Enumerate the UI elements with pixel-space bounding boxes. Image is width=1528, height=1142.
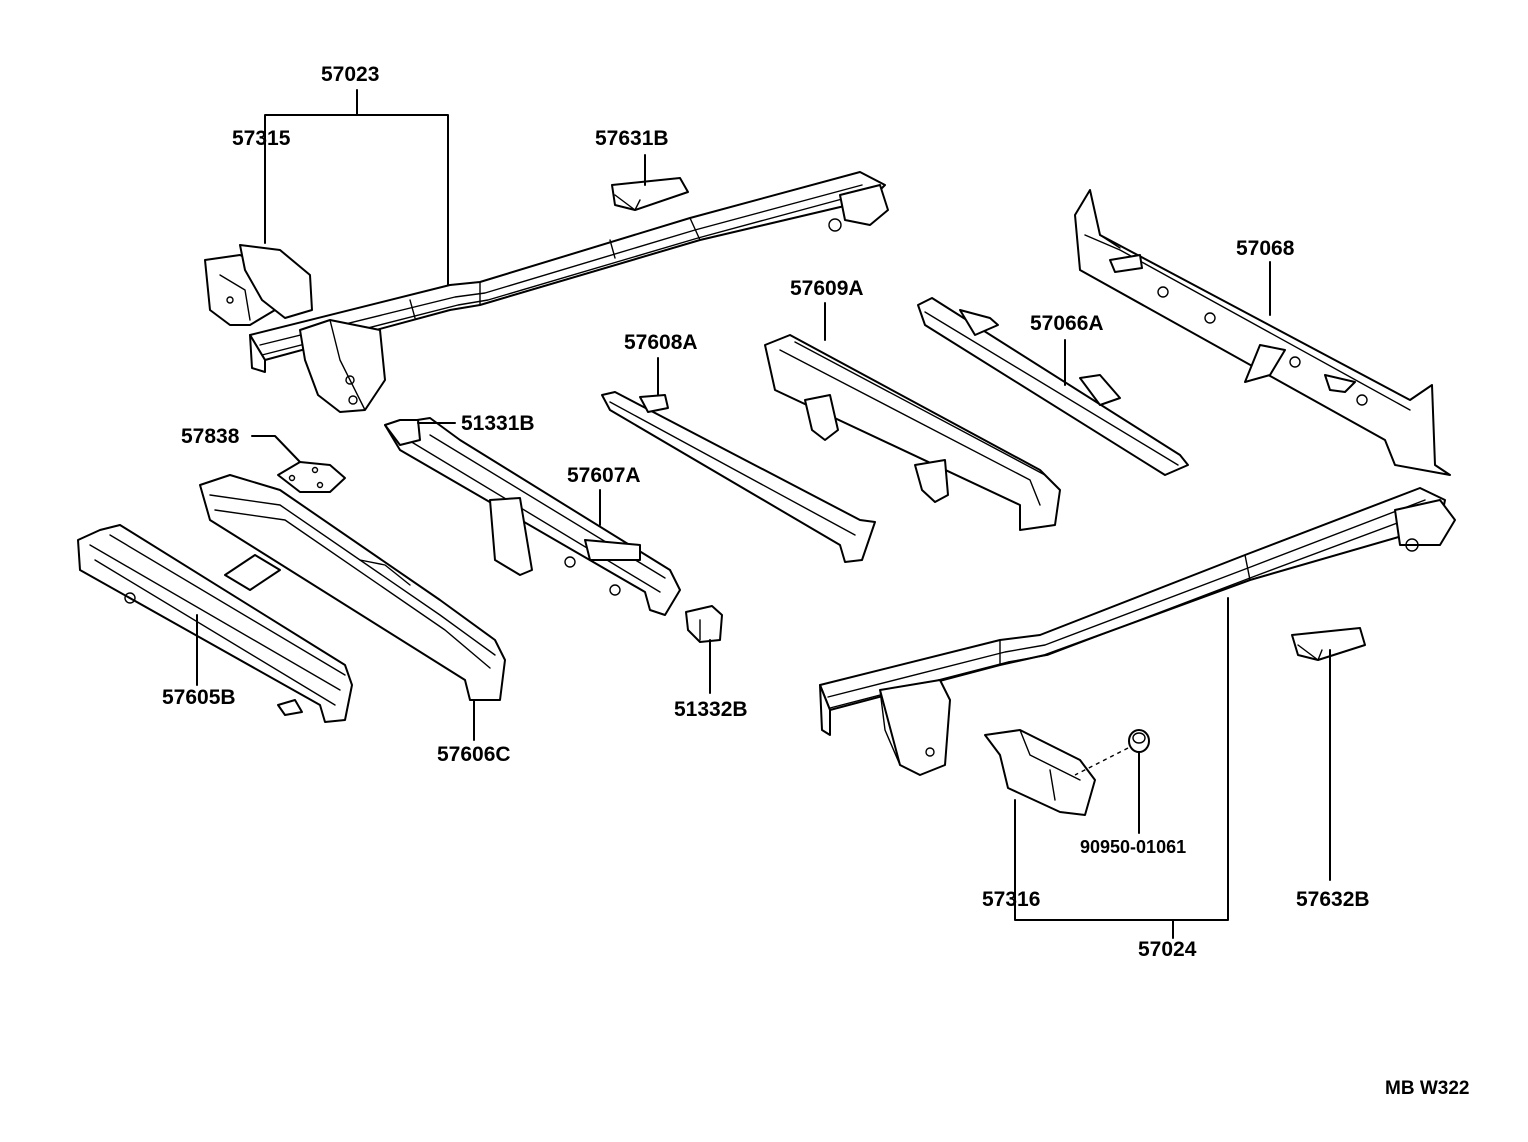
label-51331B: 51331B xyxy=(461,412,535,435)
label-57838: 57838 xyxy=(181,425,240,448)
part-51331B-bracket xyxy=(384,419,421,446)
label-57632B: 57632B xyxy=(1296,888,1370,911)
label-57068: 57068 xyxy=(1236,237,1295,260)
label-57316: 57316 xyxy=(982,888,1041,911)
part-57315-bracket xyxy=(204,244,313,326)
part-57606C-rail xyxy=(199,474,506,701)
label-57609A: 57609A xyxy=(790,277,864,300)
label-57315: 57315 xyxy=(232,127,291,150)
label-57607A: 57607A xyxy=(567,464,641,487)
label-57023: 57023 xyxy=(321,63,380,86)
part-57605B-rail xyxy=(77,524,353,723)
part-57607A-crossmember xyxy=(384,417,681,616)
part-57838-plate xyxy=(277,461,346,493)
label-57605B: 57605B xyxy=(162,686,236,709)
part-57316-bracket xyxy=(984,729,1096,816)
label-57024: 57024 xyxy=(1138,938,1197,961)
part-57068-crossmember xyxy=(1074,189,1451,476)
label-57608A: 57608A xyxy=(624,331,698,354)
part-57631B-bracket xyxy=(611,177,689,211)
label-51332B: 51332B xyxy=(674,698,748,721)
label-57606C: 57606C xyxy=(437,743,511,766)
part-90950-01061-plug xyxy=(1074,729,1150,776)
part-51332B-bracket xyxy=(685,605,723,643)
leader-lines xyxy=(196,89,1331,939)
part-57632B-bracket xyxy=(1291,627,1366,661)
part-57024-rail xyxy=(819,487,1456,776)
label-90950-01061: 90950-01061 xyxy=(1080,837,1187,857)
diagram-code: MB W322 xyxy=(1385,1078,1470,1099)
part-57066A-crossmember xyxy=(917,297,1189,476)
part-57609A-crossmember xyxy=(764,334,1061,531)
part-57023-rail xyxy=(249,171,889,413)
label-57066A: 57066A xyxy=(1030,312,1104,335)
part-57608A-crossmember xyxy=(601,391,876,563)
label-57631B: 57631B xyxy=(595,127,669,150)
